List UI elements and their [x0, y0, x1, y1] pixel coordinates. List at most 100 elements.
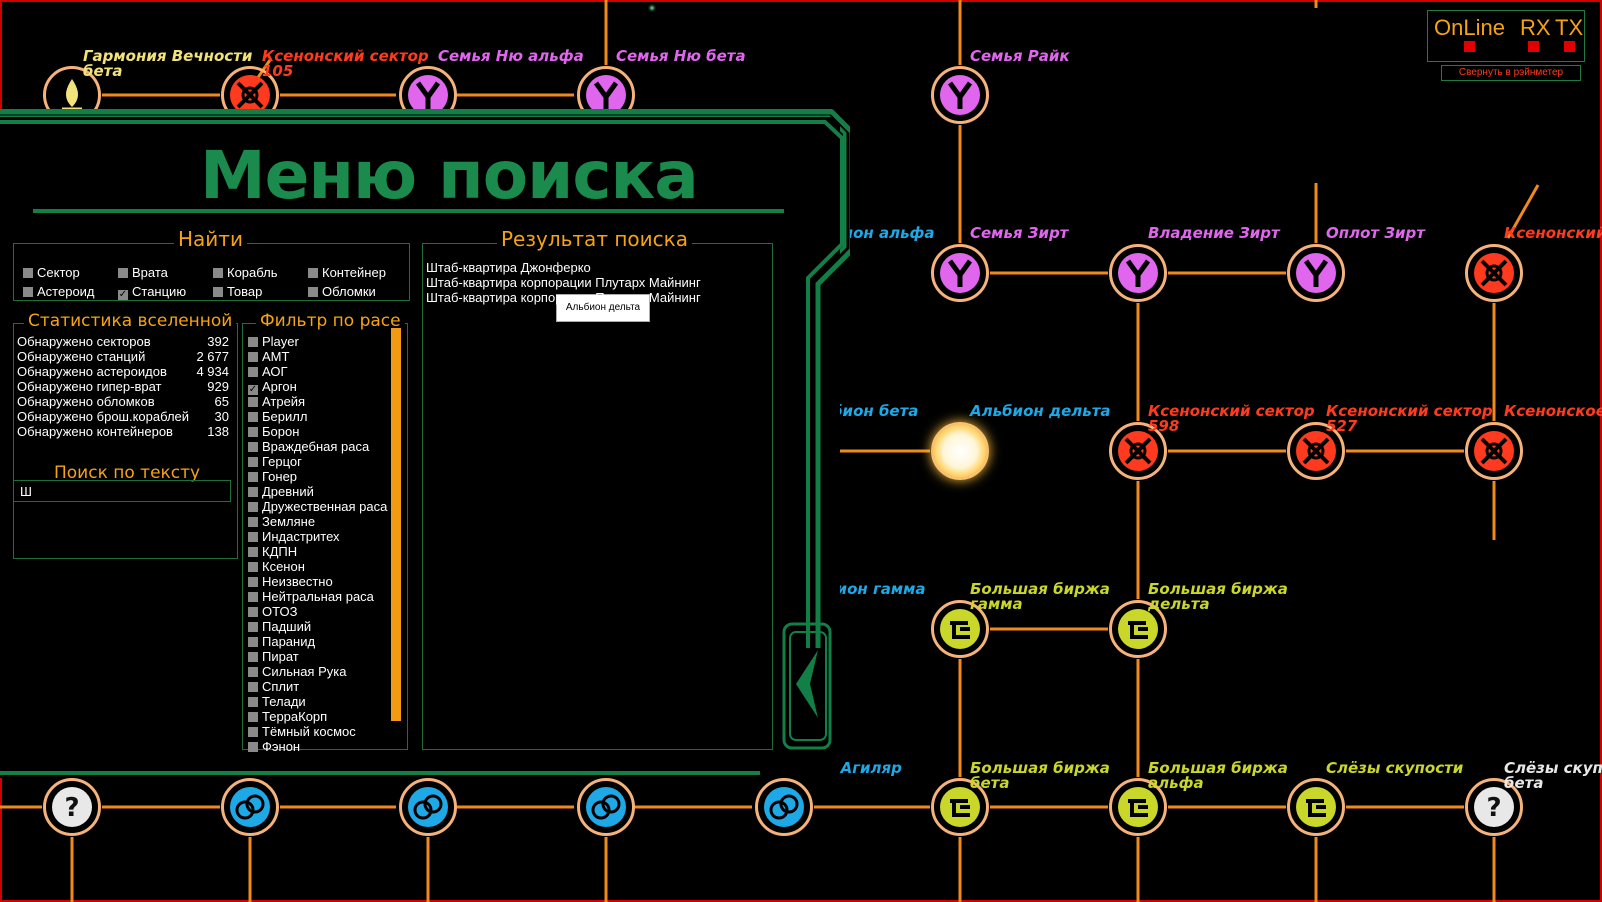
teladi-icon	[1118, 609, 1158, 649]
race-filter-item[interactable]: Дружественная раса	[248, 499, 387, 514]
sector-node-unknown1[interactable]: ?	[43, 778, 101, 836]
race-filter-item[interactable]: Неизвестно	[248, 574, 333, 589]
checkbox-icon	[248, 712, 258, 722]
race-filter-item[interactable]: АОГ	[248, 364, 288, 379]
race-filter-item[interactable]: Индастритех	[248, 529, 340, 544]
find-checkbox-4[interactable]: Астероид	[23, 284, 95, 299]
sector-node-zirt_ford[interactable]	[1287, 244, 1345, 302]
race-label: Дружественная раса	[262, 499, 388, 514]
race-filter-item[interactable]: Земляне	[248, 514, 315, 529]
stat-label: Обнаружено гипер-врат	[17, 379, 162, 394]
checkbox-icon	[248, 577, 258, 587]
race-filter-item[interactable]: ОТОЗ	[248, 604, 297, 619]
find-checkbox-3[interactable]: Контейнер	[308, 265, 386, 280]
sector-node-xen023[interactable]	[1465, 422, 1523, 480]
sector-node-xen595[interactable]	[1465, 244, 1523, 302]
online-label: OnLine	[1434, 15, 1505, 40]
checkbox-icon	[248, 592, 258, 602]
sector-node-travel[interactable]	[221, 778, 279, 836]
race-filter-item[interactable]: Древний	[248, 484, 314, 499]
search-result-item[interactable]: Штаб-квартира Джонферко	[426, 260, 591, 275]
sector-label-tears_beta: Слёзы скупобета	[1504, 759, 1602, 792]
race-filter-item[interactable]: Берилл	[248, 409, 307, 424]
split-icon	[1118, 253, 1158, 293]
sector-node-polar[interactable]	[577, 778, 635, 836]
race-filter-item[interactable]: Сплит	[248, 679, 299, 694]
checkbox-icon	[213, 268, 223, 278]
race-filter-item[interactable]: Герцог	[248, 454, 302, 469]
svg-text:?: ?	[1486, 793, 1501, 823]
collapse-panel-arrow-button[interactable]	[782, 622, 834, 750]
checkbox-icon	[248, 547, 258, 557]
sector-node-exch_alpha[interactable]	[1109, 778, 1167, 836]
race-label: Неизвестно	[262, 574, 333, 589]
sector-node-empty[interactable]	[399, 778, 457, 836]
find-checkbox-label: Обломки	[322, 284, 376, 299]
checkbox-icon	[248, 487, 258, 497]
find-checkbox-2[interactable]: Корабль	[213, 265, 277, 280]
sector-node-tears_beta[interactable]: ?	[1465, 778, 1523, 836]
race-label: Нейтральная раса	[262, 589, 374, 604]
race-filter-item[interactable]: АМТ	[248, 349, 289, 364]
race-label: Древний	[262, 484, 314, 499]
sector-node-rike[interactable]	[931, 66, 989, 124]
race-scrollbar[interactable]	[391, 328, 401, 721]
sector-node-exch_delta[interactable]	[1109, 600, 1167, 658]
race-filter-item[interactable]: Враждебная раса	[248, 439, 369, 454]
race-label: Сплит	[262, 679, 300, 694]
selected-sector-node-alb_delta[interactable]	[931, 422, 989, 480]
race-filter-item[interactable]: Падший	[248, 619, 311, 634]
race-filter-item[interactable]: Борон	[248, 424, 299, 439]
race-label: Ксенон	[262, 559, 305, 574]
find-checkbox-0[interactable]: Сектор	[23, 265, 80, 280]
race-filter-item[interactable]: Паранид	[248, 634, 315, 649]
stat-label: Обнаружено обломков	[17, 394, 155, 409]
sector-node-zirt_dom[interactable]	[1109, 244, 1167, 302]
checkbox-icon	[248, 682, 258, 692]
race-filter-item[interactable]: Player	[248, 334, 299, 349]
stat-label: Обнаружено астероидов	[17, 364, 167, 379]
sector-node-agilar[interactable]	[755, 778, 813, 836]
nebula-star	[647, 3, 657, 13]
find-checkbox-label: Корабль	[227, 265, 278, 280]
sector-label-zirt_ford: Оплот Зирт	[1326, 224, 1425, 242]
race-filter-item[interactable]: Фэнон	[248, 739, 300, 754]
text-search-input[interactable]: Ш	[13, 480, 231, 502]
race-filter-item[interactable]: ТерраКорп	[248, 709, 327, 724]
race-filter-item[interactable]: Ксенон	[248, 559, 305, 574]
sector-node-xen527[interactable]	[1287, 422, 1345, 480]
find-checkbox-5[interactable]: ✓Станцию	[118, 284, 186, 300]
checkbox-icon	[308, 287, 318, 297]
race-filter-item[interactable]: Тёмный космос	[248, 724, 356, 739]
search-result-item[interactable]: Штаб-квартира корпорации Плутарх Майнинг	[426, 275, 701, 290]
sector-node-zirt[interactable]	[931, 244, 989, 302]
race-filter-item[interactable]: Пират	[248, 649, 299, 664]
find-checkbox-1[interactable]: Врата	[118, 265, 168, 280]
collapse-to-rainmeter-button[interactable]: Свернуть в рэйнметер	[1441, 65, 1581, 81]
stat-label: Обнаружено станций	[17, 349, 146, 364]
sector-node-exch_gamma[interactable]	[931, 600, 989, 658]
race-filter-item[interactable]: Телади	[248, 694, 306, 709]
sector-label-xen023: Ксенонское 023	[1504, 402, 1602, 420]
race-filter-item[interactable]: Сильная Рука	[248, 664, 346, 679]
sector-node-xen598[interactable]	[1109, 422, 1167, 480]
race-filter-item[interactable]: Нейтральная раса	[248, 589, 374, 604]
race-filter-item[interactable]: КДПН	[248, 544, 297, 559]
search-result-item[interactable]: Штаб-квартира корпорации Плутарх Майнинг	[426, 290, 701, 305]
race-label: Телади	[262, 694, 306, 709]
sector-label-tears: Слёзы скупости	[1326, 759, 1464, 777]
find-checkbox-6[interactable]: Товар	[213, 284, 262, 299]
sector-node-exch_beta[interactable]	[931, 778, 989, 836]
race-filter-item[interactable]: Атрейя	[248, 394, 305, 409]
race-filter-item[interactable]: Гонер	[248, 469, 297, 484]
sector-node-tears[interactable]	[1287, 778, 1345, 836]
race-label: Атрейя	[262, 394, 306, 409]
find-checkbox-7[interactable]: Обломки	[308, 284, 376, 299]
race-filter-item[interactable]: ✓Аргон	[248, 379, 297, 395]
